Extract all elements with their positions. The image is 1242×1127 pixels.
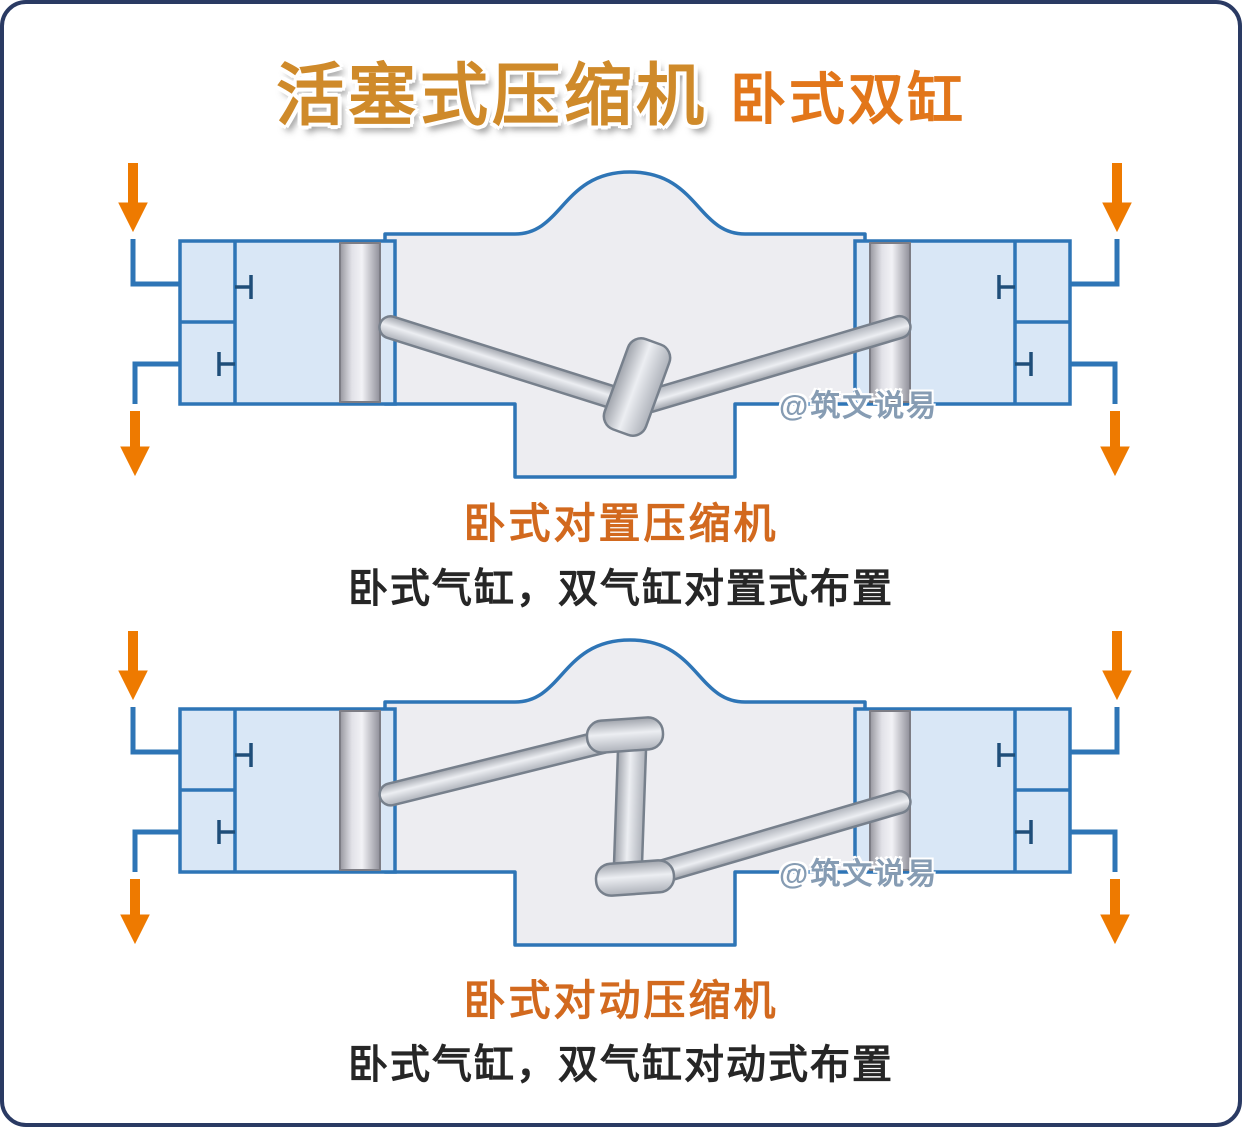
left-inlet-arrow	[118, 163, 148, 233]
left-discharge-valve-icon	[217, 820, 235, 844]
left-outlet-arrow	[120, 879, 150, 945]
opposed-moving-compressor-diagram	[118, 631, 1132, 947]
left-suction-valve-icon	[235, 743, 253, 767]
right-discharge-pipe	[1070, 361, 1118, 404]
left-suction-valve-icon	[235, 275, 253, 299]
figure1-caption: 卧式对置压缩机	[463, 500, 779, 547]
figure2-description: 卧式气缸，双气缸对动式布置	[348, 1043, 894, 1087]
title-sub: 卧式双缸	[730, 68, 966, 131]
right-suction-pipe	[1070, 239, 1120, 287]
opposed-compressor-diagram	[118, 163, 1132, 479]
right-outlet-arrow	[1100, 879, 1130, 945]
right-discharge-valve-icon	[1015, 820, 1033, 844]
right-discharge-valve-icon	[1015, 352, 1033, 376]
left-suction-pipe	[130, 707, 180, 755]
figure-opposed-compressor: @筑文说易	[85, 159, 1165, 489]
watermark: @筑文说易	[779, 858, 939, 891]
watermark: @筑文说易	[779, 390, 939, 423]
figure2-caption: 卧式对动压缩机	[463, 977, 779, 1024]
lower-crank-pin	[594, 859, 676, 897]
right-suction-valve-icon	[997, 275, 1015, 299]
right-inlet-arrow	[1102, 163, 1132, 233]
page-title: 活塞式压缩机 卧式双缸	[4, 40, 1238, 139]
upper-crank-pin	[585, 716, 665, 754]
crank-pin	[602, 337, 672, 437]
right-outlet-arrow	[1100, 411, 1130, 477]
left-discharge-pipe	[132, 829, 180, 872]
left-suction-pipe	[130, 239, 180, 287]
right-suction-pipe	[1070, 707, 1120, 755]
right-piston	[869, 710, 911, 871]
left-piston	[339, 242, 381, 403]
left-outlet-arrow	[120, 411, 150, 477]
right-inlet-arrow	[1102, 631, 1132, 701]
figure-opposed-moving-compressor: @筑文说易	[85, 627, 1165, 957]
right-suction-valve-icon	[997, 743, 1015, 767]
left-piston	[339, 710, 381, 871]
right-discharge-pipe	[1070, 829, 1118, 872]
title-main: 活塞式压缩机	[275, 58, 708, 134]
figure1-description: 卧式气缸，双气缸对置式布置	[348, 567, 894, 611]
left-discharge-valve-icon	[217, 352, 235, 376]
left-inlet-arrow	[118, 631, 148, 701]
left-discharge-pipe	[132, 361, 180, 404]
